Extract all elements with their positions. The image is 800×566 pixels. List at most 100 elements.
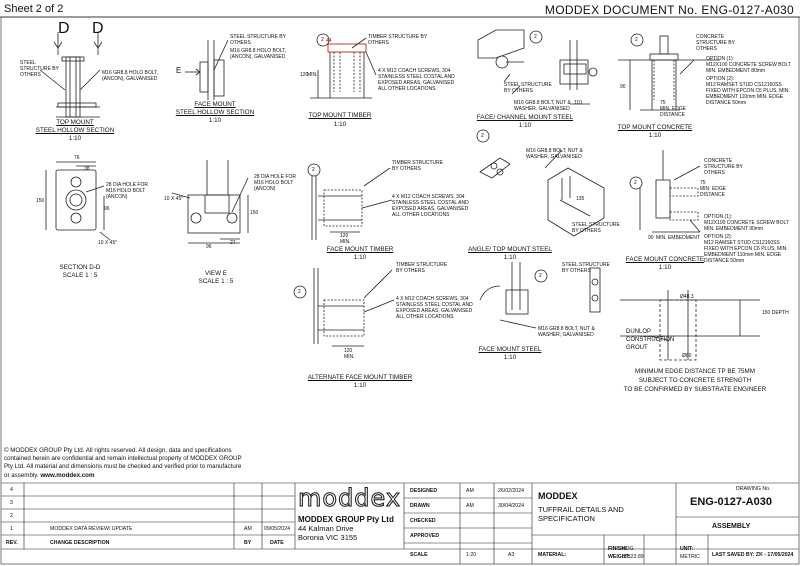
dimension: 96 bbox=[206, 244, 212, 250]
balloon-callout bbox=[307, 163, 321, 177]
balloon-callout bbox=[293, 285, 307, 299]
bolt-label: M16 GR8.8 HOLO BOLT, (ANCON), GALVANISED bbox=[230, 48, 287, 60]
view-scale: 1:10 bbox=[353, 382, 367, 389]
screws-label: 4 X M12 COACH SCREWS, 304 STAINLESS STEE… bbox=[392, 194, 469, 218]
weight-label: WEIGHT: bbox=[608, 554, 630, 560]
dimension: 120 bbox=[340, 233, 349, 239]
assembly-label: ASSEMBLY bbox=[712, 523, 751, 530]
option-title: OPTION (1): bbox=[704, 214, 733, 220]
note-line: MINIMUM EDGE DISTANCE TP BE 75MM bbox=[634, 368, 755, 375]
balloon-callout bbox=[316, 33, 330, 47]
dimension: 150 DEPTH bbox=[762, 310, 789, 316]
dimension-label: MIN. bbox=[340, 239, 351, 245]
project-name: MODDEX bbox=[538, 491, 578, 501]
angle-top-drawing bbox=[479, 149, 605, 237]
view-title: FACE/ CHANNEL MOUNT STEEL bbox=[476, 114, 574, 121]
rev-cell: 4 bbox=[10, 487, 13, 493]
view-title: FACE MOUNT STEEL bbox=[478, 346, 542, 353]
view-title: TOP MOUNT TIMBER bbox=[308, 112, 372, 119]
dimension: 90 bbox=[620, 84, 626, 90]
view-mark: E bbox=[176, 66, 182, 75]
grout-label: DUNLOP CONSTRUCTION GROUT bbox=[626, 329, 675, 351]
section-dd-drawing bbox=[45, 161, 111, 241]
balloon-callout bbox=[630, 33, 644, 47]
scale-label: SCALE bbox=[410, 552, 428, 558]
option-text: M12 RAMSET STUD CS12160SS FIXED WITH EPC… bbox=[706, 82, 790, 106]
note-line: TO BE CONFIRMED BY SUBSTRATE ENGINEER bbox=[623, 386, 767, 393]
hole-label: 28 DIA HOLE FOR M16 HOLO BOLT (ANCON) bbox=[106, 182, 148, 200]
face-mount-shs-drawing bbox=[185, 39, 229, 100]
dimension: 27 bbox=[230, 240, 236, 246]
balloon-number: 2 bbox=[321, 37, 324, 43]
rev-header: REV. bbox=[6, 540, 18, 546]
drawing-number: ENG-0127-A030 bbox=[690, 496, 772, 508]
dimension-min: MIN. bbox=[307, 72, 318, 78]
copyright-notice: © MODDEX GROUP Pty Ltd. All rights reser… bbox=[4, 447, 242, 479]
company-address: Boronia VIC 3155 bbox=[298, 533, 358, 542]
hole-label: 28 DIA HOLE FOR M16 HOLO BOLT (ANCON) bbox=[254, 174, 296, 192]
steel-structure-label: STEEL STRUCTURE BY OTHERS bbox=[230, 34, 286, 46]
view-title: FACE MOUNT CONCRETE bbox=[625, 256, 705, 263]
dimension: 10 X 45° bbox=[98, 240, 118, 246]
approval-label: DESIGNED bbox=[410, 488, 438, 494]
dimension: 110 bbox=[574, 100, 582, 106]
view-scale: 1:10 bbox=[68, 135, 82, 142]
dimension: 90 bbox=[648, 235, 654, 241]
steel-structure-label: STEEL STRUCTURE BY OTHERS bbox=[562, 262, 610, 274]
dimension: 75 bbox=[660, 100, 666, 106]
company-address: 44 Kalman Drive bbox=[298, 524, 354, 533]
approval-by: AM bbox=[466, 503, 474, 509]
balloon-number: 2 bbox=[312, 167, 315, 173]
note-line: SUBJECT TO CONCRETE STRENGTH bbox=[638, 377, 752, 384]
website-link[interactable]: www.moddex.com bbox=[40, 471, 95, 479]
dimension: Ø80 bbox=[682, 353, 692, 359]
view-title: VIEW E bbox=[204, 270, 228, 277]
sheet-size: A3 bbox=[508, 552, 515, 558]
dimension: 75 bbox=[700, 180, 706, 186]
unit-label: UNIT: bbox=[680, 546, 694, 552]
option-text: M12X100 CONCRETE SCREW BOLT MIN. EMBEDME… bbox=[704, 220, 789, 232]
dimension-120: 120 bbox=[300, 72, 309, 78]
approval-label: APPROVED bbox=[410, 533, 440, 539]
view-title: FACE MOUNT bbox=[194, 101, 236, 108]
top-mount-shs-drawing bbox=[39, 32, 103, 118]
steel-structure-label: STEEL STRUCTURE BY OTHERS bbox=[20, 60, 59, 78]
view-title: ANGLE/ TOP MOUNT STEEL bbox=[468, 246, 552, 253]
weight-value: 55523.89 bbox=[622, 554, 644, 560]
finish-label: FINISH: bbox=[608, 546, 627, 552]
rev-cell: 2 bbox=[10, 513, 13, 519]
approval-label: DRAWN bbox=[410, 503, 430, 509]
face-channel-drawing bbox=[477, 29, 598, 105]
view-title: ALTERNATE FACE MOUNT TIMBER bbox=[307, 374, 413, 381]
screws-label: 4 X M12 COACH SCREWS, 304 STAINLESS STEE… bbox=[378, 68, 455, 92]
rev-desc-cell: MODDEX DATA REVIEW/ UPDATE bbox=[50, 526, 133, 532]
concrete-structure-label: CONCRETE STRUCTURE BY OTHERS bbox=[696, 34, 735, 52]
view-title: TOP MOUNT CONCRETE bbox=[617, 124, 693, 131]
view-scale: 1:10 bbox=[353, 254, 367, 261]
balloon-callout bbox=[476, 129, 490, 143]
view-scale: 1:10 bbox=[518, 122, 532, 129]
rev-cell: 3 bbox=[10, 500, 13, 506]
approval-by: AM bbox=[466, 488, 474, 494]
balloon-number: 2 bbox=[481, 133, 484, 139]
timber-structure-label: TIMBER STRUCTURE BY OTHERS bbox=[396, 262, 448, 274]
view-scale: 1:10 bbox=[658, 264, 672, 271]
dimension: 120 bbox=[344, 348, 353, 354]
company-name: MODDEX GROUP Pty Ltd bbox=[298, 515, 394, 524]
view-title: SECTION D-D bbox=[59, 264, 101, 271]
grout-detail-drawing bbox=[620, 290, 760, 361]
option-text: M12X100 CONCRETE SCREW BOLT MIN. EMBEDME… bbox=[706, 62, 791, 74]
material-label: MATERIAL: bbox=[538, 552, 567, 558]
option-title: OPTION (2): bbox=[706, 76, 735, 82]
face-mount-concrete-drawing bbox=[639, 150, 701, 233]
balloon-callout bbox=[629, 176, 643, 190]
timber-structure-label: TIMBER STRUCTURE BY OTHERS bbox=[392, 160, 444, 172]
option-text: M12 RAMSET STUD CS12160SS FIXED WITH EPC… bbox=[704, 240, 788, 264]
balloon-number: 2 bbox=[635, 37, 638, 43]
balloon-callout bbox=[534, 269, 548, 283]
view-title: STEEL HOLLOW SECTION bbox=[35, 127, 115, 134]
drawing-title: TUFFRAIL DETAILS AND SPECIFICATION bbox=[538, 505, 624, 523]
dimension: 38 bbox=[84, 166, 90, 172]
approval-date: 30/04/2024 bbox=[498, 503, 524, 509]
